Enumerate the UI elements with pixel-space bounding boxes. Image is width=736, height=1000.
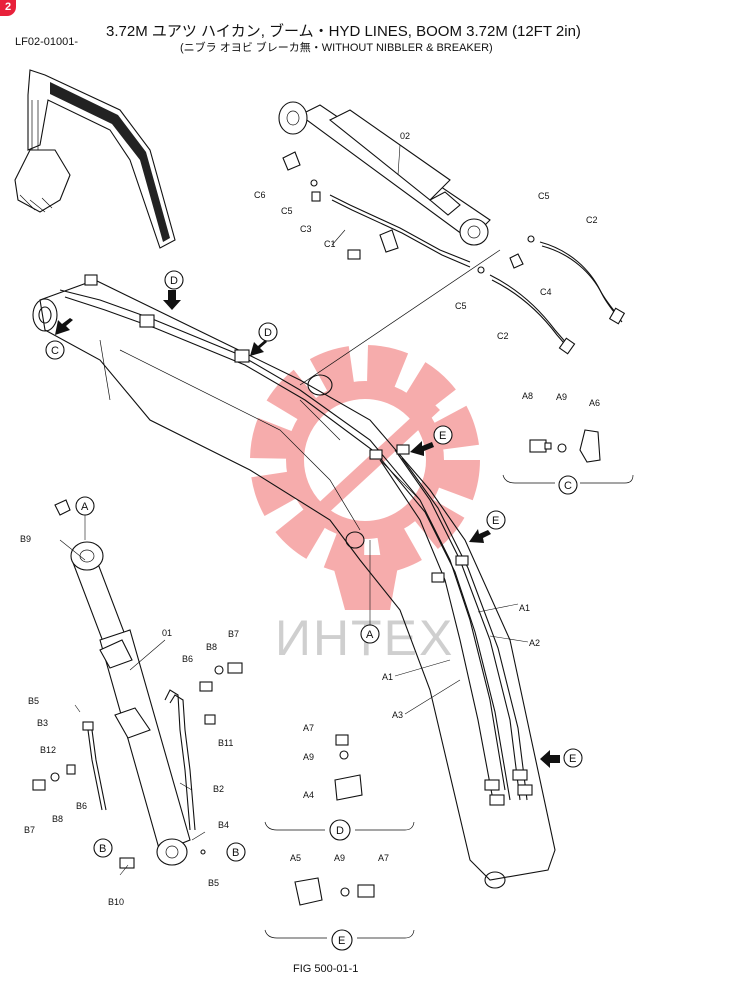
svg-text:C2: C2 [586,215,598,225]
svg-text:B10: B10 [108,897,124,907]
svg-text:A1: A1 [519,603,530,613]
boom-assembly [32,274,556,889]
callout-letters: D D C E E E A A B B C D E [51,275,576,947]
svg-text:A4: A4 [303,790,314,800]
svg-text:B11: B11 [218,738,233,748]
page-subtitle: (ニブラ オヨビ ブレーカ無・WITHOUT NIBBLER & BREAKER… [180,42,493,54]
page-badge: 2 [0,0,16,16]
svg-text:B8: B8 [206,642,217,652]
svg-text:B6: B6 [182,654,193,664]
svg-text:A3: A3 [392,710,403,720]
svg-text:B5: B5 [208,878,219,888]
svg-text:D: D [336,825,344,837]
svg-text:A8: A8 [522,391,533,401]
svg-text:A2: A2 [529,638,540,648]
excavator-overview [14,69,176,249]
figure-number: FIG 500-01-1 [293,963,359,975]
svg-text:E: E [569,753,576,765]
svg-text:B5: B5 [28,696,39,706]
svg-text:B7: B7 [228,629,239,639]
svg-text:A6: A6 [589,398,600,408]
detail-c [502,429,634,495]
watermark-gear-icon [250,345,480,610]
svg-text:B6: B6 [76,801,87,811]
drawing-code: LF02-01001- [15,36,78,48]
svg-text:A7: A7 [303,723,314,733]
svg-text:B8: B8 [52,814,63,824]
leader-cyl-boom [299,249,501,386]
svg-text:B12: B12 [40,745,56,755]
detail-e [264,877,415,951]
detail-d [264,734,415,841]
svg-text:C4: C4 [540,287,552,297]
svg-text:A5: A5 [290,853,301,863]
svg-text:B: B [232,847,239,859]
callout-circles [45,270,583,862]
arrow-e-1-icon [410,441,434,456]
svg-text:E: E [338,935,345,947]
svg-text:D: D [170,275,178,287]
svg-text:B7: B7 [24,825,35,835]
svg-text:E: E [492,515,499,527]
svg-text:C5: C5 [455,301,467,311]
page-title: 3.72M ユアツ ハイカン, ブーム・HYD LINES, BOOM 3.72… [106,23,581,40]
leader-lines [59,144,529,876]
arrow-e-2-icon [469,529,491,543]
svg-text:C: C [51,345,59,357]
svg-text:C5: C5 [538,191,550,201]
boom-cylinder [278,101,626,355]
svg-text:B9: B9 [20,534,31,544]
svg-text:A9: A9 [556,392,567,402]
arrow-c-icon [55,318,73,335]
svg-text:C1: C1 [324,239,336,249]
arm-cylinder [32,499,243,869]
svg-text:C2: C2 [497,331,509,341]
arrow-d-1-icon [163,290,181,310]
svg-text:B: B [99,843,106,855]
svg-text:A1: A1 [382,672,393,682]
svg-text:B3: B3 [37,718,48,728]
svg-text:A: A [366,629,374,641]
svg-text:C3: C3 [300,224,312,234]
arrow-d-2-icon [250,340,267,356]
svg-text:A9: A9 [334,853,345,863]
svg-text:E: E [439,430,446,442]
svg-text:01: 01 [162,628,172,638]
svg-text:A7: A7 [378,853,389,863]
part-labels: 02 C6 C5 C3 C1 C5 C2 C4 C5 C2 A8 A9 A6 A… [20,131,600,907]
svg-text:C6: C6 [254,190,266,200]
svg-text:C5: C5 [281,206,293,216]
svg-text:02: 02 [400,131,410,141]
svg-text:A9: A9 [303,752,314,762]
svg-text:D: D [264,327,272,339]
svg-text:B2: B2 [213,784,224,794]
svg-text:B4: B4 [218,820,229,830]
svg-text:A: A [81,501,89,513]
svg-text:C: C [564,480,572,492]
arrow-e-3-icon [540,750,560,768]
